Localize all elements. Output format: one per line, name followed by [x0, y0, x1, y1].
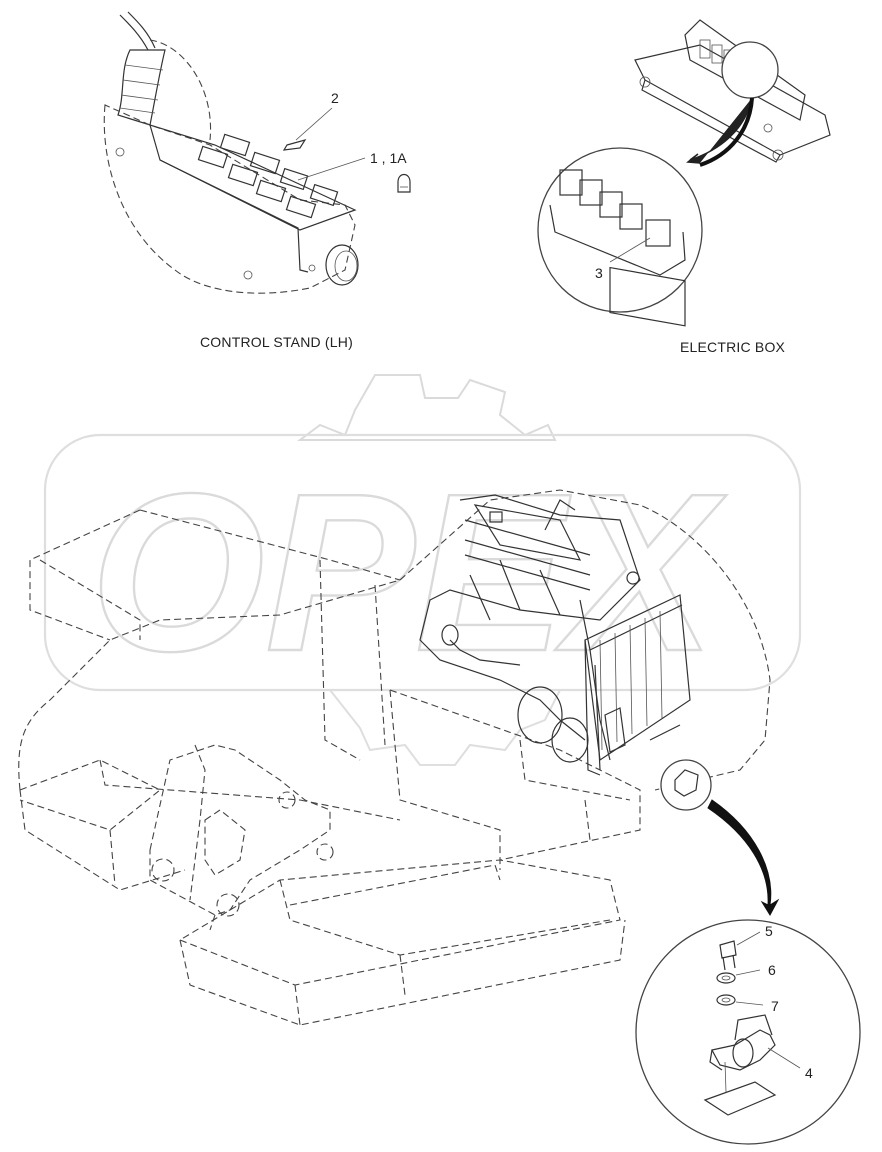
control-stand-label: CONTROL STAND (LH) [200, 334, 353, 350]
watermark-gear-bottom-icon [327, 689, 562, 766]
callout-7: 7 [771, 998, 779, 1014]
callout-3: 3 [595, 265, 603, 281]
watermark-gear-icon [297, 374, 557, 441]
callout-2: 2 [331, 90, 339, 106]
engine-drawing [419, 494, 641, 763]
callout-6: 6 [768, 962, 776, 978]
relay-detail-drawing [635, 799, 861, 1145]
radiator-drawing [584, 594, 691, 776]
machine-outline-drawing [18, 489, 771, 1026]
electric-box-drawing [537, 19, 831, 327]
control-stand-drawing [103, 11, 411, 294]
electric-box-label: ELECTRIC BOX [680, 339, 786, 355]
callout-1-1a: 1 , 1A [370, 150, 407, 166]
callout-4: 4 [805, 1065, 813, 1081]
watermark-logo: OPEX [43, 374, 802, 766]
callout-5: 5 [765, 923, 773, 939]
